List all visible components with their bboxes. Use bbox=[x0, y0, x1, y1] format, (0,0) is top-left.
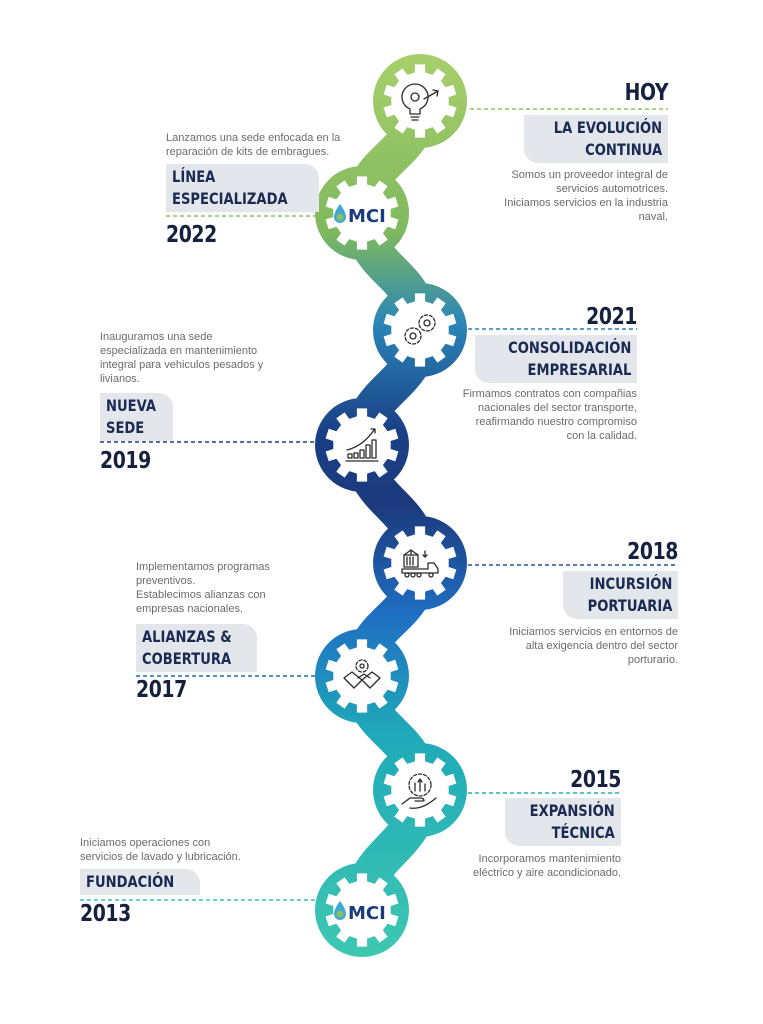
milestone-description-line: Iniciamos operaciones con bbox=[80, 837, 211, 849]
gear-icon bbox=[383, 293, 457, 367]
milestone-description: Iniciamos servicios en entornos de alta e… bbox=[458, 625, 678, 667]
milestone-year: HOY bbox=[624, 80, 668, 106]
milestone-year: 2015 bbox=[570, 767, 621, 793]
gear-node-2015 bbox=[383, 753, 457, 827]
milestone-description-line: alta exigencia dentro del sector bbox=[525, 640, 678, 652]
growth-chart-icon bbox=[345, 428, 379, 462]
milestone-title-line: ESPECIALIZADA bbox=[172, 189, 288, 208]
lightbulb-gear-arrow-icon bbox=[401, 83, 439, 121]
milestone-title-line: NUEVA bbox=[106, 396, 157, 415]
milestone-description-line: Lanzamos una sede enfocada en la bbox=[166, 132, 341, 144]
milestone-description-line: Firmamos contratos con compañias bbox=[462, 388, 637, 400]
milestone-description-line: Inauguramos una sede bbox=[100, 331, 213, 343]
handshake-gear-icon bbox=[343, 659, 381, 689]
milestone-title-line: EMPRESARIAL bbox=[527, 360, 631, 379]
container-truck-icon bbox=[401, 549, 439, 578]
milestone-title-line: FUNDACIÓN bbox=[86, 872, 175, 891]
milestone-title-line: LÍNEA bbox=[172, 167, 216, 186]
milestone-title-line: CONTINUA bbox=[585, 140, 662, 159]
gear-icon bbox=[383, 64, 457, 138]
milestone-title: ALIANZAS & COBERTURA bbox=[136, 624, 258, 672]
milestone-description-line: empresas nacionales. bbox=[136, 603, 244, 615]
milestone-description-line: Establecimos alianzas con bbox=[136, 589, 266, 601]
milestone-year: 2018 bbox=[627, 539, 678, 565]
milestone-description-line: reafirmando nuestro compromiso bbox=[475, 416, 637, 428]
milestone-description-line: preventivos. bbox=[136, 575, 196, 587]
milestone-title-line: COBERTURA bbox=[142, 649, 232, 668]
milestone-title-line: TÉCNICA bbox=[551, 823, 615, 842]
milestone-description-line: livianos. bbox=[100, 373, 140, 385]
milestone-title: INCURSIÓN PORTUARIA bbox=[562, 571, 678, 619]
milestone-description: Incorporamos mantenimiento eléctrico y ai… bbox=[401, 852, 621, 880]
milestone-description: Implementamos programas preventivos. Estab… bbox=[136, 560, 356, 616]
milestone-description-line: servicios de lavado y lubricación. bbox=[80, 851, 241, 863]
milestone-title: LÍNEA ESPECIALIZADA bbox=[166, 164, 319, 212]
milestone-title: LA EVOLUCIÓN CONTINUA bbox=[523, 115, 668, 163]
milestone-description-line: Iniciamos servicios en entornos de bbox=[509, 626, 678, 638]
gear-icon bbox=[325, 176, 399, 250]
milestone-description: Lanzamos una sede enfocada en la reparaci… bbox=[166, 131, 386, 159]
milestone-year: 2021 bbox=[586, 304, 637, 330]
mci-logo: MCI bbox=[334, 204, 386, 227]
gears: MCI MCI bbox=[325, 64, 457, 947]
milestone-description-line: nacionales del sector transporte, bbox=[478, 402, 637, 414]
gear-node-2019 bbox=[325, 408, 399, 482]
milestone-description-line: con la calidad. bbox=[566, 430, 637, 442]
mci-logo: MCI bbox=[334, 901, 386, 924]
milestone-description-line: eléctrico y aire acondicionado. bbox=[473, 867, 621, 879]
milestone-description: Somos un proveedor integral de servicios … bbox=[448, 168, 668, 224]
gear-node-hoy bbox=[383, 64, 457, 138]
milestone-title: EXPANSIÓN TÉCNICA bbox=[505, 798, 621, 846]
milestone-title-line: ALIANZAS & bbox=[142, 627, 232, 646]
milestone-description-line: reparación de kits de embragues. bbox=[166, 146, 330, 158]
milestone-title-line: CONSOLIDACIÓN bbox=[507, 338, 631, 357]
mci-logo-text: MCI bbox=[348, 206, 386, 227]
milestone-year: 2022 bbox=[166, 222, 217, 248]
connector-lines bbox=[80, 108, 678, 901]
hand-growth-icon bbox=[401, 773, 437, 809]
gears-icon bbox=[404, 314, 436, 345]
gear-node-2013: MCI bbox=[325, 873, 399, 947]
milestone-year: 2019 bbox=[100, 448, 151, 474]
milestone-description-line: porturario. bbox=[627, 654, 678, 666]
milestone-title-line: PORTUARIA bbox=[587, 596, 672, 615]
milestone-title: FUNDACIÓN bbox=[80, 869, 200, 895]
milestone-description-line: especializada en mantenimiento bbox=[100, 345, 258, 357]
milestone-description-line: Implementamos programas bbox=[136, 561, 270, 573]
milestone-description: Iniciamos operaciones con servicios de la… bbox=[80, 836, 300, 864]
gear-node-2022: MCI bbox=[325, 176, 399, 250]
milestone-description-line: servicios automotrices. bbox=[556, 183, 668, 195]
milestone-description-line: naval. bbox=[638, 211, 668, 223]
milestone-year: 2013 bbox=[80, 901, 131, 927]
mci-logo-text: MCI bbox=[348, 903, 386, 924]
milestone-title-line: SEDE bbox=[106, 418, 145, 437]
milestone-description-line: Somos un proveedor integral de bbox=[511, 169, 668, 181]
milestone-title-line: EXPANSIÓN bbox=[529, 801, 615, 820]
milestone-description-line: integral para vehiculos pesados y bbox=[100, 359, 264, 371]
milestone-description-line: Iniciamos servicios en la industria bbox=[504, 197, 668, 209]
gear-icon bbox=[325, 408, 399, 482]
gear-node-2018 bbox=[383, 526, 457, 600]
gear-node-2017 bbox=[325, 639, 399, 713]
gear-icon bbox=[325, 873, 399, 947]
milestone-title: CONSOLIDACIÓN EMPRESARIAL bbox=[474, 335, 637, 383]
milestone-description: Firmamos contratos con compañias nacional… bbox=[417, 387, 637, 443]
milestone-title-line: INCURSIÓN bbox=[589, 574, 672, 593]
milestone-title-line: LA EVOLUCIÓN bbox=[553, 118, 662, 137]
milestone-description: Inauguramos una sede especializada en man… bbox=[100, 330, 320, 386]
gear-node-2021 bbox=[383, 293, 457, 367]
milestone-description-line: Incorporamos mantenimiento bbox=[478, 853, 621, 865]
gear-icon bbox=[383, 526, 457, 600]
milestone-year: 2017 bbox=[136, 677, 187, 703]
milestone-title: NUEVA SEDE bbox=[100, 393, 173, 441]
